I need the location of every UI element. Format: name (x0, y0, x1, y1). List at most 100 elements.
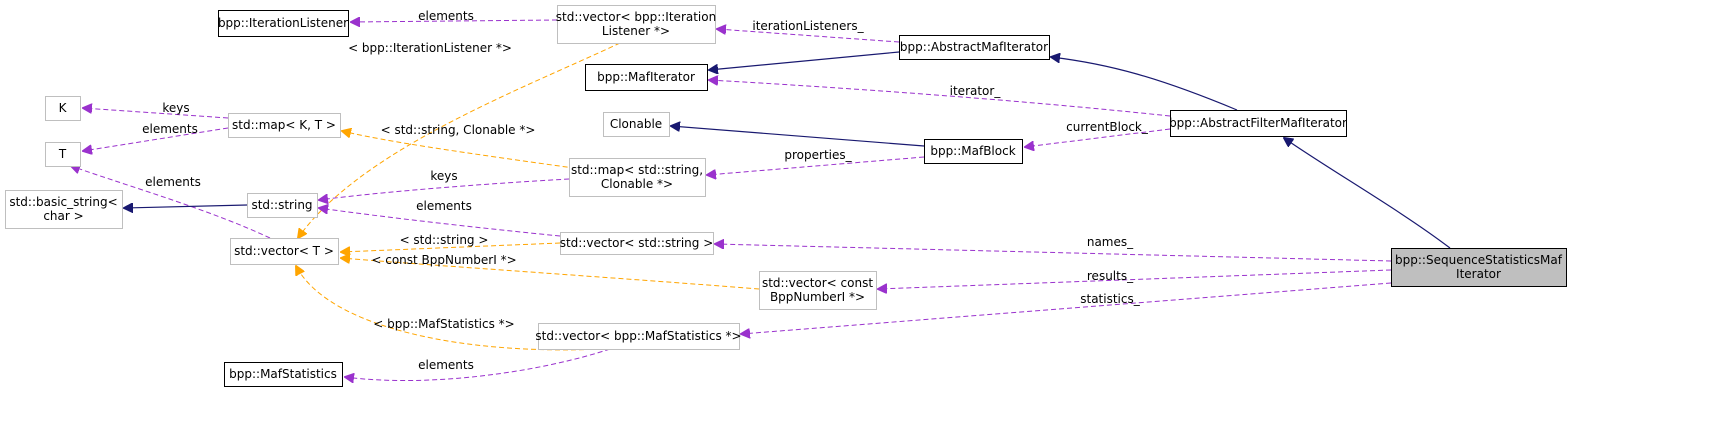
edge-label: < std::string, Clonable *> (381, 123, 536, 137)
edge-label: elements (418, 9, 474, 23)
edge-template (342, 131, 616, 175)
edge-label: iterator_ (950, 84, 1002, 98)
edge-label: keys (430, 169, 457, 183)
class-node-map-string-clonable[interactable]: std::map< std::string,Clonable *> (569, 158, 706, 197)
edge-template (341, 258, 760, 290)
edge-usage (1025, 128, 1171, 147)
class-name-line: T (58, 147, 67, 161)
class-node-map-k-t[interactable]: std::map< K, T > (228, 113, 341, 138)
class-box (228, 113, 341, 138)
class-name-line: std::vector< T > (234, 244, 334, 258)
edge-usage (71, 166, 271, 239)
edge-label: < std::string > (400, 233, 489, 247)
edge-label: < const BppNumberI *> (371, 253, 516, 267)
class-node-maf-iterator[interactable]: bpp::MafIterator (585, 64, 708, 91)
class-node-basic-string[interactable]: std::basic_string<char > (5, 190, 123, 229)
class-box (224, 362, 343, 387)
edge-inheritance (1284, 138, 1451, 249)
class-name-line: Clonable *> (601, 177, 673, 191)
edge-inheritance (124, 205, 248, 208)
class-box (899, 35, 1050, 60)
class-box (603, 112, 670, 137)
edge-usage (878, 269, 1392, 289)
edge-label: elements (416, 199, 472, 213)
class-node-abstract-maf-iterator[interactable]: bpp::AbstractMafIterator (899, 35, 1050, 60)
class-node-t-node[interactable]: T (45, 142, 81, 167)
edge-template (341, 242, 561, 252)
edge-label: elements (418, 358, 474, 372)
class-box (45, 142, 81, 167)
edge-usage (715, 244, 1392, 262)
class-name-line: std::vector< std::string > (560, 236, 714, 250)
class-node-vector-maf-statistics[interactable]: std::vector< bpp::MafStatistics *> (535, 323, 742, 350)
class-name-line: std::map< K, T > (232, 118, 336, 132)
class-box (247, 193, 318, 218)
edge-usage (709, 80, 1171, 117)
class-box (1170, 110, 1347, 137)
class-name-line: BppNumberI *> (770, 290, 865, 304)
class-box (557, 5, 716, 44)
class-node-vector-iteration-listener[interactable]: std::vector< bpp::IterationListener *> (556, 5, 716, 44)
class-name-line: Listener *> (602, 24, 670, 38)
class-name-line: char > (43, 209, 83, 223)
edge-inheritance (671, 126, 925, 147)
class-name-line: std::basic_string< (9, 195, 117, 209)
class-name-line: K (59, 101, 68, 115)
edge-label: properties_ (784, 148, 852, 162)
class-name-line: std::map< std::string, (571, 163, 703, 177)
class-box (1391, 248, 1567, 287)
class-node-vector-string[interactable]: std::vector< std::string > (560, 232, 714, 255)
edge-label: names_ (1087, 235, 1134, 249)
edge-label: statistics_ (1080, 292, 1140, 306)
class-name-line: std::string (251, 198, 312, 212)
class-box (5, 190, 123, 229)
edge-label: elements (145, 175, 201, 189)
class-box (569, 158, 706, 197)
edge-usage (83, 108, 229, 119)
class-box (759, 271, 877, 310)
edge-usage (351, 20, 558, 22)
class-node-iteration-listener[interactable]: bpp::IterationListener (218, 10, 349, 37)
class-name-line: std::vector< bpp::MafStatistics *> (535, 329, 741, 343)
class-box (924, 139, 1023, 164)
class-box (538, 323, 740, 350)
edge-usage (707, 156, 925, 175)
edge-usage (345, 348, 611, 381)
edge-usage (319, 208, 561, 237)
edge-label: < bpp::IterationListener *> (348, 41, 512, 55)
class-name-line: Clonable (610, 117, 662, 131)
edge-label: results_ (1087, 269, 1134, 283)
class-box (230, 238, 339, 265)
class-node-std-string[interactable]: std::string (247, 193, 318, 218)
edge-inheritance (1051, 57, 1238, 111)
edge-label: keys (162, 101, 189, 115)
class-box (585, 64, 708, 91)
class-name-line: bpp::MafStatistics (229, 367, 337, 381)
edge-usage (83, 127, 229, 151)
class-box (560, 232, 714, 255)
class-node-k-node[interactable]: K (45, 96, 81, 121)
class-node-maf-statistics[interactable]: bpp::MafStatistics (224, 362, 343, 387)
class-name-line: bpp::AbstractFilterMafIterator (1169, 116, 1347, 130)
class-node-abstract-filter-maf-iterator[interactable]: bpp::AbstractFilterMafIterator (1169, 110, 1347, 137)
edge-label: elements (142, 122, 198, 136)
class-name-line: bpp::MafBlock (930, 144, 1015, 158)
edge-usage (741, 282, 1392, 334)
class-name-line: bpp::AbstractMafIterator (900, 40, 1048, 54)
class-box (218, 10, 349, 37)
class-name-line: Iterator (1456, 267, 1501, 281)
class-name-line: bpp::SequenceStatisticsMaf (1395, 253, 1563, 267)
edge-inheritance (709, 51, 900, 70)
class-node-maf-block[interactable]: bpp::MafBlock (924, 139, 1023, 164)
edge-label: currentBlock_ (1066, 120, 1149, 134)
class-name-line: std::vector< bpp::Iteration (556, 10, 716, 24)
class-node-clonable[interactable]: Clonable (603, 112, 670, 137)
class-node-vector-t[interactable]: std::vector< T > (230, 238, 339, 265)
edge-label: < bpp::MafStatistics *> (373, 317, 514, 331)
edge-usage (717, 29, 900, 43)
edge-template (298, 42, 621, 238)
class-name-line: bpp::MafIterator (597, 70, 695, 84)
class-name-line: bpp::IterationListener (218, 16, 348, 30)
